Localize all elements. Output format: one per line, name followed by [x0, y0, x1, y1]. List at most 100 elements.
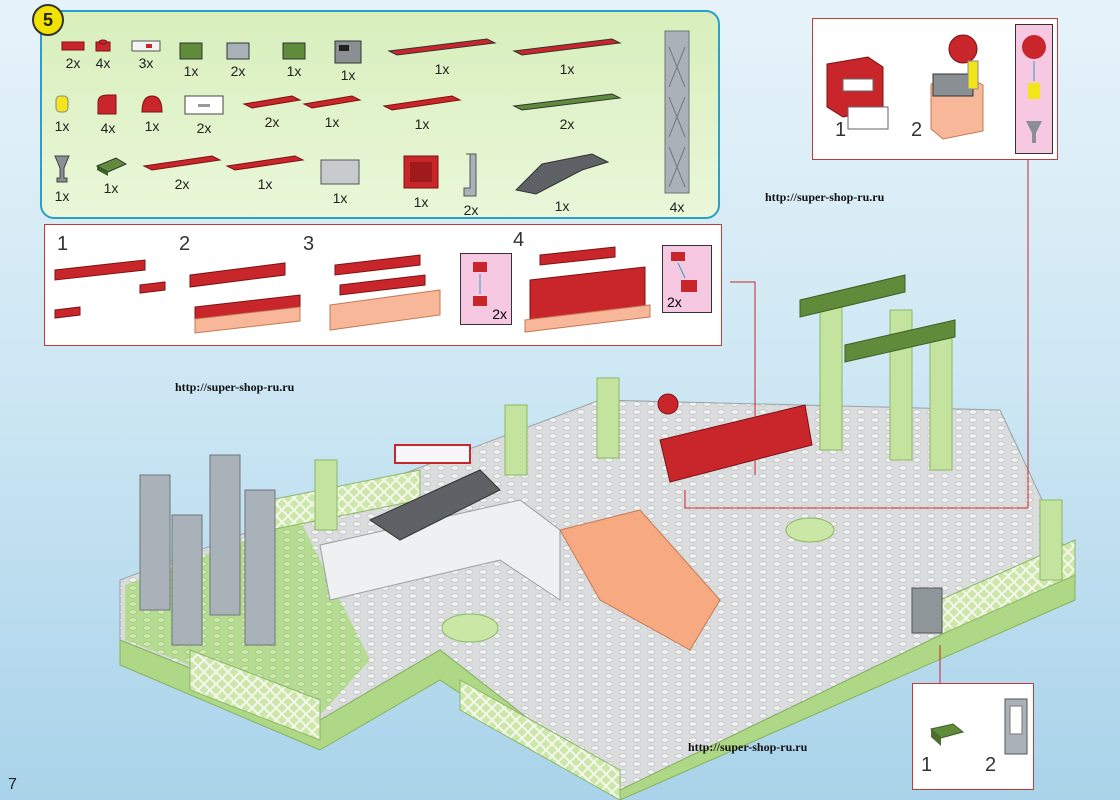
part-qty: 1x	[324, 114, 340, 130]
ramp	[559, 509, 721, 651]
scene-chair	[911, 587, 943, 634]
inset-detail: 2x	[662, 245, 712, 313]
connector-line	[684, 158, 1029, 509]
red-curve-icon	[671, 252, 697, 292]
pillar	[819, 299, 843, 451]
part-curve: 4x	[94, 92, 122, 136]
pillar	[314, 459, 338, 531]
base-edge	[119, 569, 1076, 800]
part-plate6: 2x	[142, 152, 222, 192]
page-number: 7	[8, 776, 17, 793]
sign	[394, 444, 471, 464]
fence-front	[459, 679, 621, 800]
part-slope: 1x	[94, 152, 128, 196]
part-brick2: 1x	[177, 37, 205, 79]
parts-panel: 5 2x 4x 3x 1x 2x 1x 1x 1x 1x 1x 4x 1x 2x 2x 1x 1x 2x 1x 1x…	[32, 4, 720, 219]
part-tile4: 1x	[225, 152, 305, 192]
part-qty: 1x	[554, 198, 570, 214]
lamp-assembly-icon	[1022, 35, 1046, 143]
connector-line	[730, 281, 756, 475]
substep-number: 3	[303, 233, 315, 255]
part-goblet: 1x	[52, 152, 72, 204]
part-plate2: 2x	[60, 37, 86, 71]
chair-substeps-panel: 1 2	[912, 683, 1034, 790]
planter	[785, 517, 835, 543]
lamp-icon	[948, 34, 978, 64]
substep-number: 2	[179, 233, 191, 255]
sofa-substeps-panel: 1 2 3 4 2x 2x	[44, 224, 722, 346]
part-qty: 4x	[100, 120, 116, 136]
part-tower: 4x	[657, 27, 697, 215]
part-round: 1x	[52, 92, 72, 134]
part-qty: 3x	[138, 55, 154, 71]
part-tile: 3x	[130, 37, 162, 71]
sofa-step-illustrations	[54, 246, 651, 334]
black-arch	[368, 469, 501, 541]
scene-lamp	[657, 393, 679, 415]
inset-qty: 2x	[492, 306, 507, 322]
part-arch: 1x	[512, 152, 612, 214]
part-bracket: 2x	[460, 152, 482, 218]
green-beam	[844, 319, 956, 363]
part-dome: 1x	[138, 92, 166, 134]
part-plate4: 1x	[302, 92, 362, 130]
part-qty: 4x	[95, 55, 111, 71]
substep-number: 2	[911, 119, 923, 141]
fence-left	[189, 649, 321, 741]
pillar	[1039, 499, 1063, 581]
pillar	[504, 404, 528, 476]
part-qty: 1x	[144, 118, 160, 134]
part-qty: 1x	[103, 180, 119, 196]
counter	[319, 499, 561, 601]
part-qty: 2x	[463, 202, 479, 218]
part-qty: 2x	[196, 120, 212, 136]
part-plate8: 1x	[387, 37, 497, 77]
scene-sofa	[659, 404, 813, 483]
cabinet-substeps-panel: 1 2	[812, 18, 1058, 160]
part-qty: 4x	[669, 199, 685, 215]
part-qty: 2x	[264, 114, 280, 130]
part-qty: 1x	[257, 176, 273, 192]
part-plate8: 2x	[512, 92, 622, 132]
part-cabinet: 1x	[400, 152, 442, 210]
part-corner: 1x	[280, 37, 308, 79]
part-qty: 2x	[174, 176, 190, 192]
planter	[441, 613, 499, 643]
part-qty: 1x	[413, 194, 429, 210]
substep-number: 2	[985, 754, 997, 776]
watermark-url: http://super-shop-ru.ru	[175, 380, 295, 394]
inset-detail	[1015, 24, 1053, 154]
part-qty: 1x	[183, 63, 199, 79]
gray-towers	[139, 454, 276, 646]
part-qty: 1x	[434, 61, 450, 77]
part-plate1: 4x	[94, 37, 112, 71]
part-plate4: 2x	[242, 92, 302, 130]
part-phone: 1x	[332, 37, 364, 83]
part-qty: 2x	[230, 63, 246, 79]
part-qty: 1x	[332, 190, 348, 206]
part-qty: 1x	[54, 118, 70, 134]
part-qty: 1x	[54, 188, 70, 204]
part-qty: 2x	[559, 116, 575, 132]
watermark-url: http://super-shop-ru.ru	[765, 190, 885, 204]
red-brick-icon	[473, 262, 487, 306]
substep-number: 1	[835, 119, 847, 141]
part-plate6: 1x	[382, 92, 462, 132]
pillar	[596, 377, 620, 459]
chair-illustration	[929, 698, 1028, 755]
part-brick4: 1x	[317, 152, 363, 206]
part-qty: 2x	[65, 55, 81, 71]
substep-number: 4	[513, 229, 525, 251]
green-beam	[799, 274, 906, 318]
watermark-url: http://super-shop-ru.ru	[688, 740, 808, 754]
part-plate8: 1x	[512, 37, 622, 77]
part-drawer: 2x	[182, 92, 226, 136]
pillar	[929, 329, 953, 471]
cabinet-illustration	[826, 34, 984, 140]
step-badge: 5	[32, 4, 64, 36]
substep-number: 1	[921, 754, 933, 776]
inset-qty: 2x	[667, 294, 682, 310]
inset-detail: 2x	[460, 253, 512, 325]
part-brick1: 2x	[224, 37, 252, 79]
